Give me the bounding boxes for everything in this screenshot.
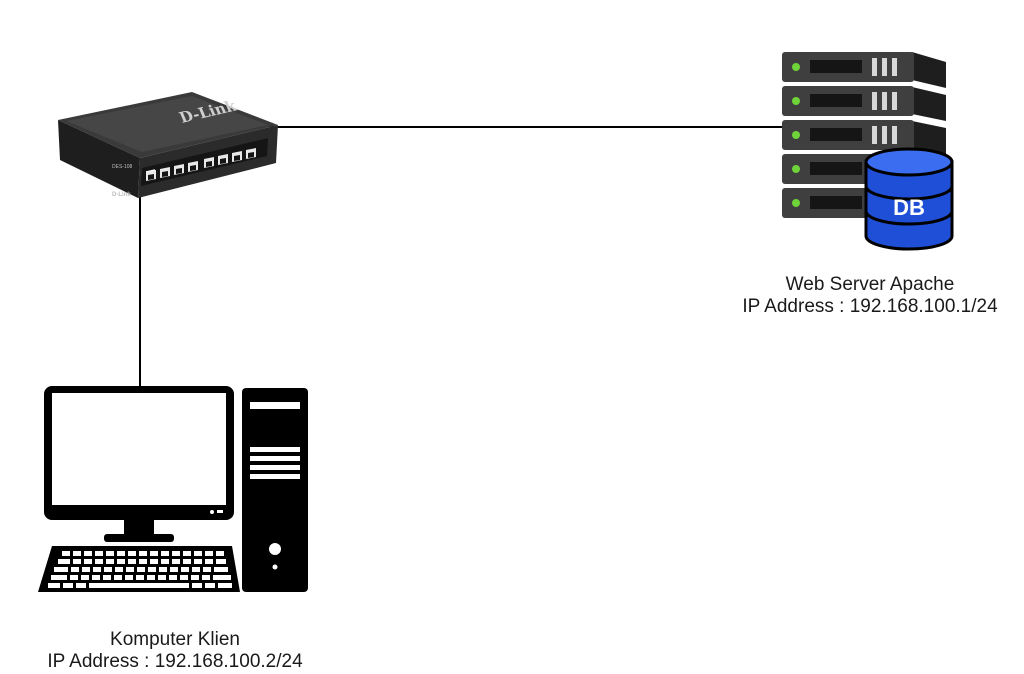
switch-model-label: DES-108 <box>112 164 133 170</box>
computer-tower <box>242 388 308 592</box>
client-caption: Komputer Klien IP Address : 192.168.100.… <box>0 629 350 673</box>
client-ip-address: IP Address : 192.168.100.2/24 <box>47 651 303 672</box>
client-name: Komputer Klien <box>110 629 240 650</box>
server-caption: Web Server Apache IP Address : 192.168.1… <box>700 274 1024 318</box>
desktop-computer-icon <box>38 386 308 592</box>
switch-front-brand-label: D-Link <box>112 192 131 198</box>
server-name: Web Server Apache <box>785 274 955 295</box>
server-unit <box>782 120 914 150</box>
server-unit <box>782 86 914 116</box>
server-unit <box>782 52 914 82</box>
database-label: DB <box>893 195 925 220</box>
server-ip-address: IP Address : 192.168.100.1/24 <box>742 296 998 317</box>
keyboard <box>38 546 240 592</box>
database-icon: DB <box>864 147 954 251</box>
network-switch-icon: D-Link DES-108 D-Link <box>58 92 278 198</box>
